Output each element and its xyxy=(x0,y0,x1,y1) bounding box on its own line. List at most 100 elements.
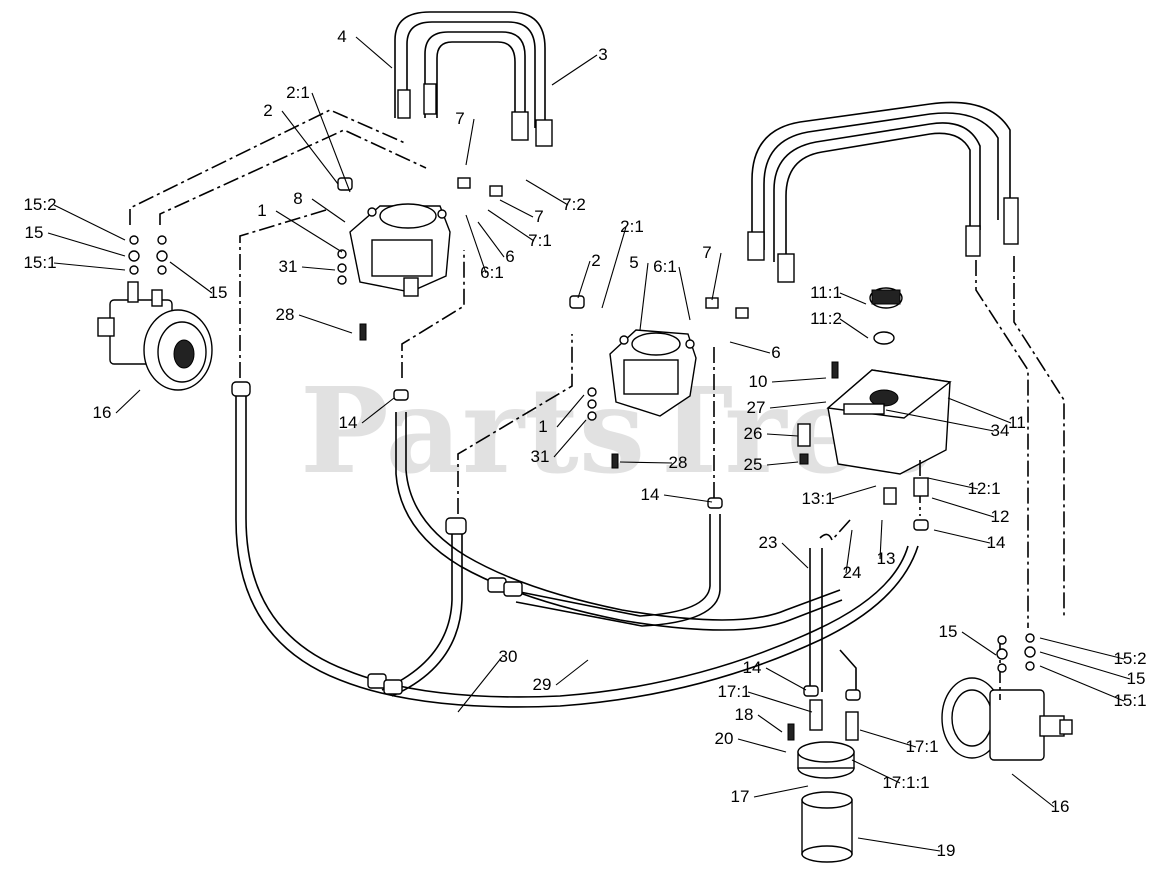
callout-label-8: 8 xyxy=(293,189,302,208)
leader-line-4 xyxy=(355,36,393,69)
hydraulic-pump-upper xyxy=(349,203,451,297)
callout-label-23: 23 xyxy=(759,533,778,552)
callout-label-15b: 15 xyxy=(209,283,228,302)
leader-line-31a xyxy=(301,266,336,271)
leader-line-31b xyxy=(553,419,587,458)
leader-line-15d xyxy=(1039,651,1131,680)
leader-line-2-1b xyxy=(601,226,627,309)
callout-label-16a: 16 xyxy=(93,403,112,422)
callout-label-6: 6 xyxy=(505,247,514,266)
callout-label-15-2b: 15:2 xyxy=(1113,649,1146,668)
leader-line-14a xyxy=(361,397,395,424)
hydraulic-motor-left xyxy=(97,281,213,391)
leader-line-27 xyxy=(769,401,827,409)
leader-line-28b xyxy=(619,461,673,464)
leader-line-20 xyxy=(737,738,787,753)
callout-label-17-1: 17:1 xyxy=(717,682,750,701)
callout-label-13: 13 xyxy=(877,549,896,568)
leader-line-17-1 xyxy=(747,691,813,713)
upper-hose-loop-left xyxy=(394,11,553,147)
leader-line-6b xyxy=(729,341,771,354)
callout-label-27: 27 xyxy=(747,398,766,417)
routing-lines xyxy=(129,109,1065,700)
callout-label-3: 3 xyxy=(598,45,607,64)
leader-line-1b xyxy=(556,394,585,428)
callout-label-15a: 15 xyxy=(25,223,44,242)
leader-line-2 xyxy=(281,110,339,185)
leader-line-34 xyxy=(885,409,995,432)
callout-label-11-2: 11:2 xyxy=(810,309,842,328)
callout-label-6b: 6 xyxy=(771,343,780,362)
leader-line-1 xyxy=(275,210,343,253)
callout-label-18: 18 xyxy=(735,705,754,724)
callout-label-12-1: 12:1 xyxy=(967,479,1000,498)
callout-label-6-1: 6:1 xyxy=(480,263,504,282)
callout-label-15d: 15 xyxy=(1127,669,1146,688)
callout-label-5: 5 xyxy=(629,253,638,272)
leader-line-17 xyxy=(753,785,809,798)
callout-label-15-1a: 15:1 xyxy=(23,253,56,272)
callout-label-14b: 14 xyxy=(641,485,660,504)
leader-line-15c xyxy=(961,631,997,656)
leader-line-3 xyxy=(551,54,598,86)
callout-label-31a: 31 xyxy=(279,257,298,276)
return-hoses xyxy=(231,381,919,708)
leader-line-15-2a xyxy=(53,204,126,241)
leader-line-28a xyxy=(298,314,353,334)
callout-label-15-1b: 15:1 xyxy=(1113,691,1146,710)
callout-label-7-1: 7:1 xyxy=(528,231,552,250)
leader-line-23 xyxy=(781,542,809,569)
leader-line-11 xyxy=(947,397,1012,424)
leader-line-6-1b xyxy=(678,266,691,321)
callout-label-14a: 14 xyxy=(339,413,358,432)
callout-label-2b: 2 xyxy=(591,251,600,270)
leader-line-6-1 xyxy=(465,214,487,274)
leader-line-2-1 xyxy=(311,92,351,193)
callout-label-15-2a: 15:2 xyxy=(23,195,56,214)
leader-line-12 xyxy=(931,497,995,518)
leader-line-30 xyxy=(457,656,503,713)
leader-line-2b xyxy=(577,260,591,299)
callout-label-30: 30 xyxy=(499,647,518,666)
callout-label-1: 1 xyxy=(257,201,266,220)
leader-line-7c xyxy=(711,252,722,301)
callout-label-25: 25 xyxy=(744,455,763,474)
leader-line-8 xyxy=(311,198,346,223)
callout-label-29: 29 xyxy=(533,675,552,694)
callout-label-34: 34 xyxy=(991,421,1010,440)
leader-line-15-2b xyxy=(1039,637,1125,660)
oil-filter-assembly xyxy=(797,699,859,863)
leader-line-12-1 xyxy=(927,477,979,490)
callout-label-2-1b: 2:1 xyxy=(620,217,644,236)
leader-line-15a xyxy=(47,232,126,257)
callout-label-6-1b: 6:1 xyxy=(653,257,677,276)
leader-line-14c xyxy=(933,529,991,544)
upper-hose-loop-right xyxy=(747,101,1019,283)
callout-label-7-2: 7:2 xyxy=(562,195,586,214)
leader-line-15b xyxy=(169,261,213,294)
hydraulic-pump-lower xyxy=(609,329,697,417)
callout-label-7b: 7 xyxy=(534,207,543,226)
leader-line-11-1 xyxy=(839,292,867,305)
callout-label-4: 4 xyxy=(337,27,346,46)
leader-line-7-2 xyxy=(525,179,569,206)
leader-line-16a xyxy=(115,389,141,414)
callout-label-17-1-1: 17:1:1 xyxy=(882,773,929,792)
callout-label-2-1: 2:1 xyxy=(286,83,310,102)
leader-line-14d xyxy=(765,667,807,691)
leader-line-14b xyxy=(663,494,713,503)
leader-line-19 xyxy=(857,837,941,852)
leader-line-24 xyxy=(845,529,853,574)
leader-line-7b xyxy=(499,199,534,218)
leader-line-13 xyxy=(879,519,883,560)
callout-label-20: 20 xyxy=(715,729,734,748)
leader-line-29 xyxy=(555,659,589,686)
leader-line-25 xyxy=(766,461,799,466)
leader-line-17-1-1 xyxy=(851,759,901,784)
leader-line-15-1a xyxy=(53,262,126,271)
leader-line-26 xyxy=(766,433,799,437)
reservoir-tank xyxy=(797,287,952,475)
leader-line-15-1b xyxy=(1039,665,1125,702)
callout-label-11-1: 11:1 xyxy=(810,283,842,302)
